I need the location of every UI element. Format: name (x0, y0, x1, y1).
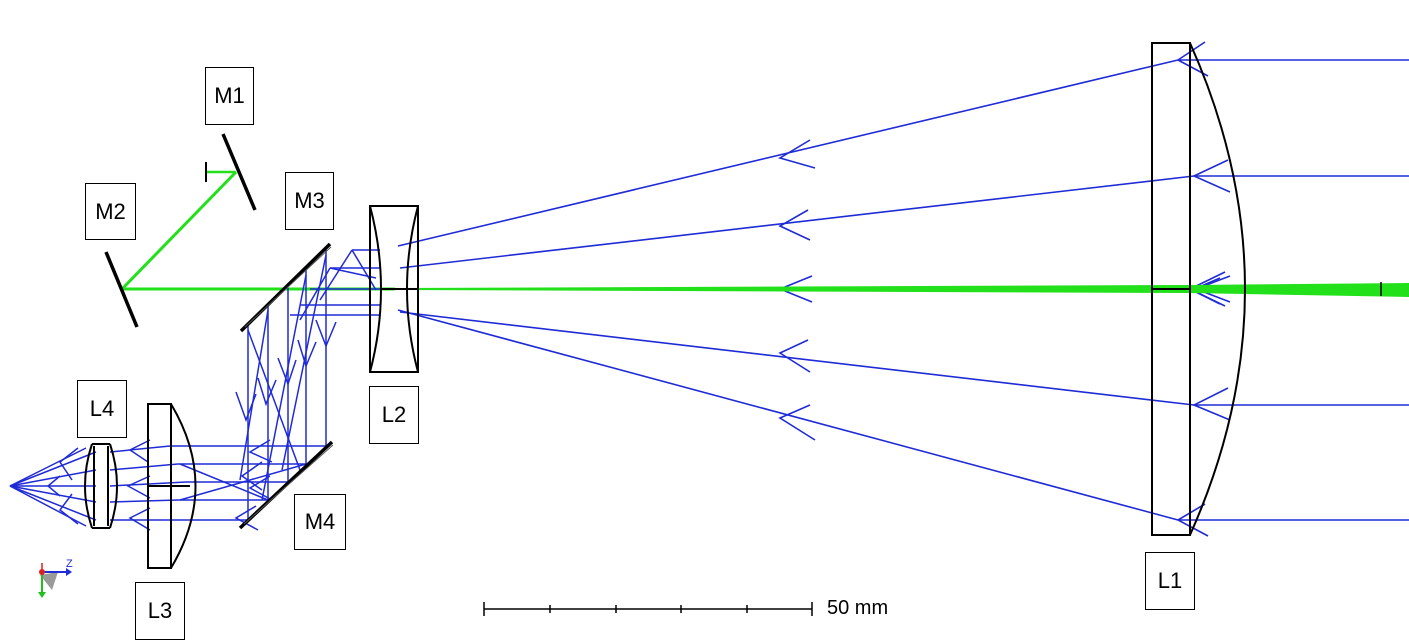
axis-z-label: Z (66, 558, 73, 570)
scale-bar-label: 50 mm (827, 597, 889, 619)
lens-l2 (369, 205, 419, 373)
mirror-m1 (221, 133, 257, 211)
lens-l4 (84, 443, 118, 529)
mirror-m3 (239, 242, 332, 333)
scale-bar (483, 602, 813, 616)
lens-l3 (147, 403, 197, 569)
label-m4: M4 (294, 494, 346, 550)
label-l3: L3 (135, 582, 185, 640)
folded-rays (9, 249, 380, 531)
lens-l1 (1151, 42, 1246, 536)
mirror-m2 (104, 251, 139, 328)
mirror-m4 (238, 440, 334, 530)
label-l1: L1 (1145, 552, 1195, 610)
label-m1: M1 (205, 67, 254, 125)
label-l4: L4 (77, 380, 127, 438)
axis-triad (38, 563, 72, 598)
label-l2: L2 (369, 386, 419, 444)
label-m2: M2 (85, 183, 136, 240)
label-m3: M3 (285, 172, 334, 230)
